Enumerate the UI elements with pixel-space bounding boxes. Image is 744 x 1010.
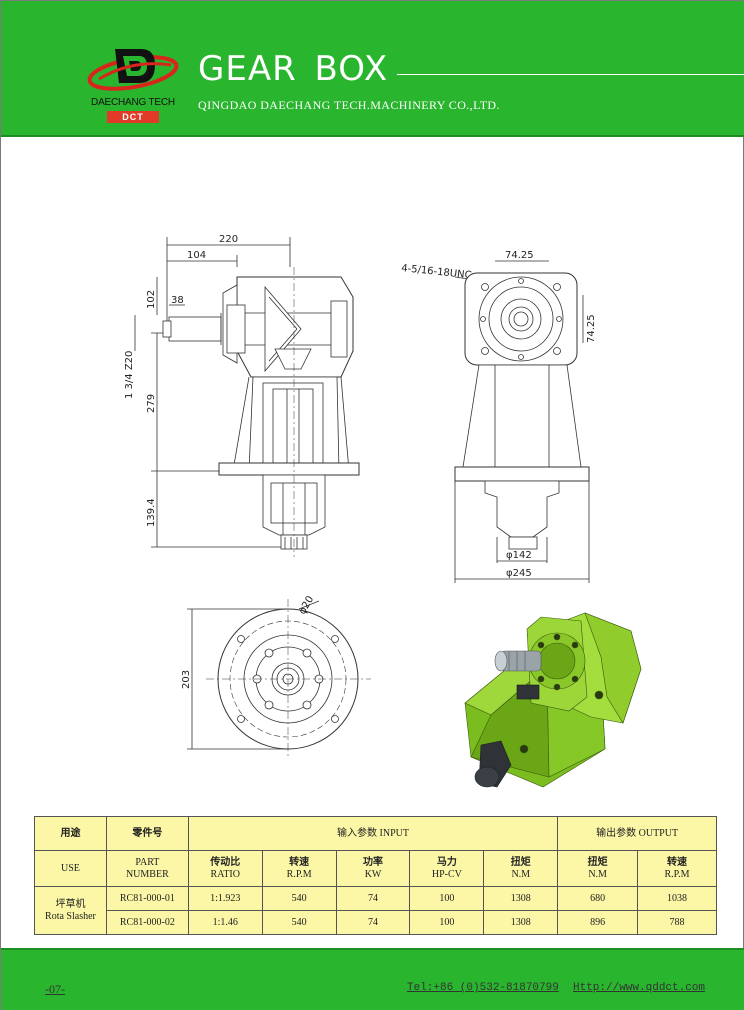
dim-38: 38: [171, 295, 184, 306]
header-output: 输出参数 OUTPUT: [557, 816, 717, 851]
dim-spline: 1 3/4 Z20: [124, 351, 135, 399]
side-section-view: 220 104 102 38 1 3/4 Z20 279 139.4: [124, 234, 360, 557]
dim-102: 102: [146, 290, 157, 309]
dim-104: 104: [187, 250, 206, 261]
technical-drawing: 220 104 102 38 1 3/4 Z20 279 139.4: [124, 234, 642, 788]
dim-220: 220: [219, 234, 238, 245]
page-title: GEAR BOX: [198, 49, 389, 89]
front-view: 4-5/16-18UNC 74.25 74.25: [401, 250, 597, 583]
table-row: RC81-000-02 1:1.46 540 74 100 1308 896 7…: [35, 910, 717, 935]
dim-thread: 4-5/16-18UNC: [401, 263, 472, 281]
page-number: -07-: [45, 982, 65, 996]
header-part-cn: 零件号: [105, 816, 189, 851]
bottom-view: φ20 203: [181, 594, 371, 759]
gearbox-render: [464, 612, 642, 788]
title-rule: [397, 74, 744, 75]
header-band: DAECHANG TECH DCT GEAR BOX QINGDAO DAECH…: [1, 1, 744, 137]
dct-emblem-icon: [87, 49, 179, 91]
website-link[interactable]: Http://www.qddct.com: [573, 982, 706, 994]
dim-phi245: φ245: [506, 568, 532, 579]
phone-number: Tel:+86 (0)532-81870799: [407, 982, 559, 994]
header-use-cn: 用途: [34, 816, 107, 851]
dim-139: 139.4: [146, 498, 157, 527]
dim-74-horizontal: 74.25: [505, 250, 534, 261]
header-input: 输入参数 INPUT: [187, 816, 559, 851]
footer-band: -07- Tel:+86 (0)532-81870799 Http://www.…: [1, 948, 744, 1010]
logo-name: DAECHANG TECH: [91, 97, 175, 108]
logo-badge: DCT: [107, 111, 159, 123]
dim-phi142: φ142: [506, 550, 532, 561]
company-name: QINGDAO DAECHANG TECH.MACHINERY CO.,LTD.: [198, 98, 500, 112]
dim-phi20: φ20: [297, 594, 316, 616]
header-use-en: USE: [34, 850, 107, 887]
dim-74-vertical: 74.25: [586, 314, 597, 343]
dim-203: 203: [181, 670, 192, 689]
dim-279: 279: [146, 394, 157, 413]
company-logo: DAECHANG TECH DCT: [85, 39, 181, 129]
